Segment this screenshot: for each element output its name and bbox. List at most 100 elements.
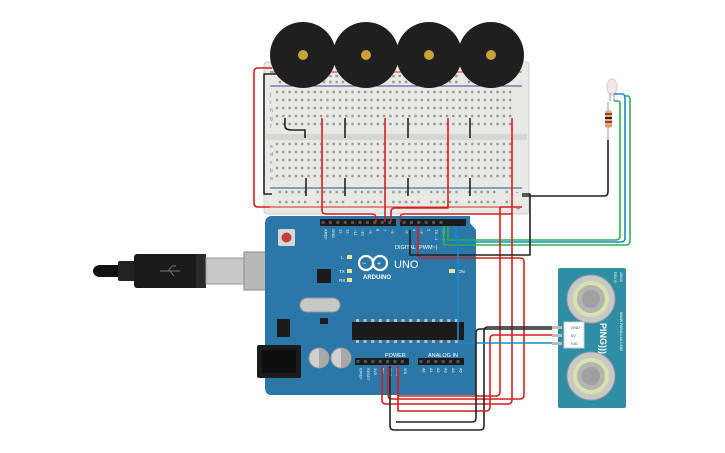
- pin-label: 8: [375, 229, 380, 232]
- capacitor: [330, 347, 352, 369]
- pin-label: SIG: [571, 341, 578, 346]
- resistor[interactable]: [605, 102, 612, 140]
- svg-text:−: −: [362, 261, 366, 268]
- sonar-rev: REV B: [613, 272, 617, 283]
- row-letter: c: [270, 160, 273, 166]
- wire-green[interactable]: [443, 95, 631, 246]
- pin-label: RESET: [366, 368, 370, 381]
- row-letters-bottom: e d c b a: [270, 144, 273, 182]
- voltage-regulator: [277, 319, 290, 337]
- pin-label: 7: [383, 229, 388, 232]
- buzzer[interactable]: [396, 22, 462, 88]
- rail-minus-label: -: [516, 190, 519, 197]
- wire-black[interactable]: [389, 326, 552, 431]
- wire-black[interactable]: [409, 193, 531, 256]
- wire-red[interactable]: [397, 334, 552, 412]
- on-label: ON: [458, 269, 465, 274]
- wire-red[interactable]: [253, 67, 272, 208]
- rail-plus-label: +: [516, 206, 520, 213]
- svg-text:+: +: [377, 261, 381, 268]
- pin-label: A1: [429, 368, 433, 373]
- pin-label: GND: [571, 325, 580, 330]
- header-pins-top: [321, 221, 443, 224]
- row-letter: f: [270, 124, 272, 130]
- pin-label: AREF: [324, 229, 329, 240]
- led[interactable]: [606, 78, 618, 101]
- row-letter: b: [270, 168, 273, 174]
- sonar-part: 28015: [619, 272, 623, 282]
- wire-red[interactable]: [399, 210, 513, 222]
- crystal: [299, 297, 341, 313]
- pin-label: GND: [331, 229, 336, 238]
- wire-black[interactable]: [522, 140, 609, 197]
- pin-label: ~10: [361, 229, 366, 237]
- breadboard-jumpers: [284, 118, 513, 210]
- row-letter: e: [270, 144, 273, 150]
- pin-label: 4: [412, 229, 417, 232]
- wire-red[interactable]: [390, 204, 449, 222]
- analog-label: ANALOG IN: [428, 353, 458, 359]
- pin-label: A4: [451, 368, 455, 373]
- row-letter: i: [270, 100, 271, 106]
- pin-label: TX→1: [434, 229, 439, 241]
- wire-black[interactable]: [396, 328, 552, 423]
- onboard-leds: L TX RX ON: [339, 255, 465, 283]
- led-label: TX: [339, 269, 345, 274]
- reset-button[interactable]: [278, 229, 295, 246]
- row-letter: j: [269, 92, 271, 98]
- wire-blue[interactable]: [457, 236, 552, 344]
- usb-icon: [160, 265, 180, 277]
- digital-label: DIGITAL (PWM~): [395, 245, 438, 251]
- wire-blue[interactable]: [455, 93, 626, 243]
- pin-label: A0: [421, 368, 425, 373]
- buzzer[interactable]: [270, 22, 336, 88]
- arduino-logo-icon: − +: [357, 254, 389, 272]
- sonar-url: WWW.PARALLAX.COM: [619, 312, 623, 351]
- pin-label: 13: [338, 229, 343, 234]
- wires: [253, 67, 631, 431]
- model-label: UNO: [394, 259, 419, 271]
- wire-red[interactable]: [321, 205, 377, 222]
- pin-label: ~9: [368, 229, 373, 234]
- led-label: RX: [339, 278, 345, 283]
- ping-sensor[interactable]: GND 5V SIG PING))) WWW.PARALLAX.COM 2801…: [552, 268, 626, 408]
- pin-label: ~11: [353, 229, 358, 236]
- atmega-chip: [352, 319, 464, 343]
- power-label: POWER: [385, 353, 406, 359]
- buzzer-group: [270, 22, 524, 88]
- sonar-transducer: [566, 351, 616, 401]
- pin-label: ~6: [390, 229, 395, 234]
- sonar-model: PING))): [598, 323, 608, 354]
- row-letter: a: [270, 176, 273, 182]
- buzzer[interactable]: [333, 22, 399, 88]
- pin-label: 2: [427, 229, 432, 232]
- buzzer[interactable]: [458, 22, 524, 88]
- row-letters-top: j i h g f: [269, 92, 273, 130]
- pin-label: 3V3: [373, 368, 377, 375]
- pin-label: 5V: [571, 333, 576, 338]
- pin-label: IOREF: [358, 368, 362, 380]
- brand-label: ARDUINO: [363, 275, 391, 281]
- wire-red[interactable]: [381, 214, 513, 405]
- sonar-transducer: [566, 274, 616, 324]
- pin-label: ~3: [419, 229, 424, 234]
- pin-label: A5: [458, 368, 462, 373]
- row-letter: g: [270, 116, 273, 122]
- pin-label: A2: [436, 368, 440, 373]
- header-pins-bottom: [356, 360, 460, 363]
- wire-black[interactable]: [263, 73, 280, 195]
- usb-chip: [317, 269, 331, 283]
- pin-label: ~5: [405, 229, 410, 234]
- pin-label: VIN: [403, 368, 407, 375]
- row-letter: h: [270, 108, 273, 114]
- pin-label: A3: [444, 368, 448, 373]
- wire-green[interactable]: [447, 100, 621, 241]
- capacitor: [308, 347, 330, 369]
- led-label: L: [341, 255, 344, 260]
- row-letter: d: [270, 152, 273, 158]
- power-jack[interactable]: [257, 345, 301, 378]
- wire-red[interactable]: [397, 206, 522, 397]
